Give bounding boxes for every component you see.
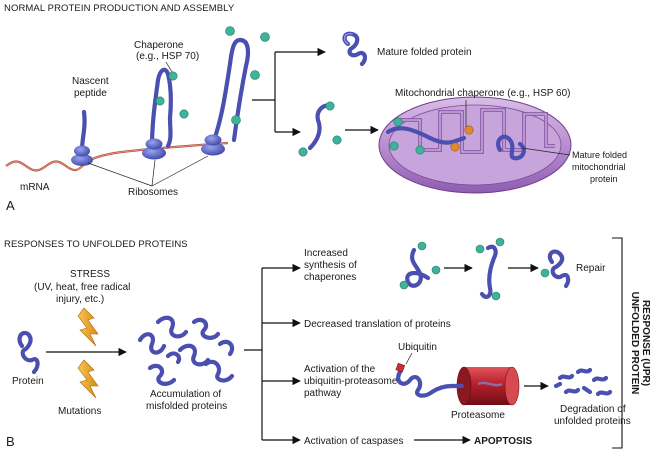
- proteasome: [456, 366, 520, 406]
- mito-protein-label-3: protein: [590, 174, 618, 184]
- chaperone-ball: [250, 70, 260, 80]
- nascent-peptide-label: Nascent: [72, 76, 109, 87]
- upr-bracket: [612, 237, 623, 449]
- chaperone-ball: [491, 291, 501, 301]
- chaperone-bound-protein: [307, 103, 333, 151]
- ribosome-3: [201, 134, 225, 156]
- degraded-peptide-fragments: [553, 367, 613, 397]
- mitochondrion: [378, 96, 572, 194]
- chaperone-ball: [332, 135, 342, 145]
- protein-icon: [17, 330, 40, 375]
- chaperone-assisted-protein-1: [405, 247, 431, 288]
- chaperone-assisted-protein-2: [479, 244, 498, 299]
- accumulation-label-2: misfolded proteins: [146, 401, 227, 412]
- chaperone-ball: [415, 145, 425, 155]
- ribosomes-label: Ribosomes: [128, 187, 178, 198]
- panel-a: NORMAL PROTEIN PRODUCTION AND ASSEMBLY: [4, 3, 627, 213]
- chaperone-ball: [225, 26, 235, 36]
- long-peptide-chain: [211, 37, 251, 143]
- mito-chaperone-ball: [464, 125, 474, 135]
- panel-a-header: NORMAL PROTEIN PRODUCTION AND ASSEMBLY: [4, 3, 235, 14]
- degradation-label-1: Degradation of: [560, 404, 626, 415]
- apoptosis-label: APOPTOSIS: [474, 436, 532, 447]
- chaperone-label: Chaperone: [134, 40, 184, 51]
- mrna-label: mRNA: [20, 182, 50, 193]
- chaperone-ball: [231, 115, 241, 125]
- upr-label-1: UNFOLDED PROTEIN: [629, 292, 640, 395]
- chaperone-ball: [155, 96, 165, 106]
- chaperone-ball: [540, 268, 550, 278]
- chaperone-ball: [179, 109, 189, 119]
- repaired-protein: [547, 249, 571, 289]
- peptide-with-chaperones: [149, 67, 173, 149]
- stress-title: STRESS: [70, 269, 110, 280]
- mito-chaperone-ball: [450, 142, 460, 152]
- mature-folded-protein-label: Mature folded protein: [377, 47, 472, 58]
- panel-b: RESPONSES TO UNFOLDED PROTEINS STRESS (U…: [4, 237, 650, 449]
- chaperone-ball: [495, 237, 505, 247]
- panel-b-header: RESPONSES TO UNFOLDED PROTEINS: [4, 239, 188, 250]
- chaperone-ball: [393, 117, 403, 127]
- caspases-label: Activation of caspases: [304, 436, 404, 447]
- ubiquitin-tag: [395, 362, 406, 373]
- mutations-label: Mutations: [58, 406, 101, 417]
- chaperone-ball: [389, 141, 399, 151]
- chaperone-example-label: (e.g., HSP 70): [136, 51, 199, 62]
- synthesis-label-2: synthesis of: [304, 260, 357, 271]
- ribosome-2: [142, 138, 166, 160]
- upr-label-2: RESPONSE (UPR): [640, 300, 650, 386]
- misfolded-aggregate: [137, 315, 235, 386]
- decreased-translation-label: Decreased translation of proteins: [304, 319, 451, 330]
- stress-line-2: injury, etc.): [56, 294, 104, 305]
- chaperone-ball: [325, 101, 335, 111]
- synthesis-label-1: Increased: [304, 248, 348, 259]
- nascent-peptide-label-2: peptide: [74, 88, 107, 99]
- ups-label-2: ubiquitin-proteasome: [304, 376, 398, 387]
- chaperone-ball: [475, 244, 485, 254]
- mito-chaperone-label: Mitochondrial chaperone (e.g., HSP 60): [395, 88, 570, 99]
- mrna-strand: [5, 141, 229, 172]
- panel-b-letter: B: [6, 434, 15, 449]
- degradation-label-2: unfolded proteins: [554, 416, 631, 427]
- ribosome-1: [71, 145, 93, 166]
- ups-label-3: pathway: [304, 388, 341, 399]
- ubiquitin-label: Ubiquitin: [398, 342, 437, 353]
- mature-folded-protein: [342, 31, 368, 67]
- chaperone-ball: [399, 280, 409, 290]
- protein-label: Protein: [12, 376, 44, 387]
- chaperone-ball: [168, 71, 178, 81]
- stress-bolt-bottom: [77, 359, 99, 399]
- proteasome-label: Proteasome: [451, 410, 505, 421]
- panel-a-letter: A: [6, 198, 15, 213]
- chaperone-ball: [417, 241, 427, 251]
- stress-line-1: (UV, heat, free radical: [34, 282, 130, 293]
- synthesis-label-3: chaperones: [304, 272, 356, 283]
- repair-label: Repair: [576, 263, 606, 274]
- ups-label-1: Activation of the: [304, 364, 376, 375]
- stress-bolt-top: [77, 307, 99, 347]
- mito-protein-label-2: mitochondrial: [572, 162, 626, 172]
- accumulation-label: Accumulation of: [150, 389, 221, 400]
- chaperone-ball: [298, 147, 308, 157]
- ubiquitinated-protein: [396, 369, 455, 398]
- imported-peptide: [385, 126, 467, 145]
- chaperone-ball: [431, 265, 441, 275]
- chaperone-ball: [260, 32, 270, 42]
- mito-protein-label: Mature folded: [572, 150, 627, 160]
- nascent-peptide-chain: [79, 109, 87, 153]
- mito-folded-protein: [496, 134, 526, 161]
